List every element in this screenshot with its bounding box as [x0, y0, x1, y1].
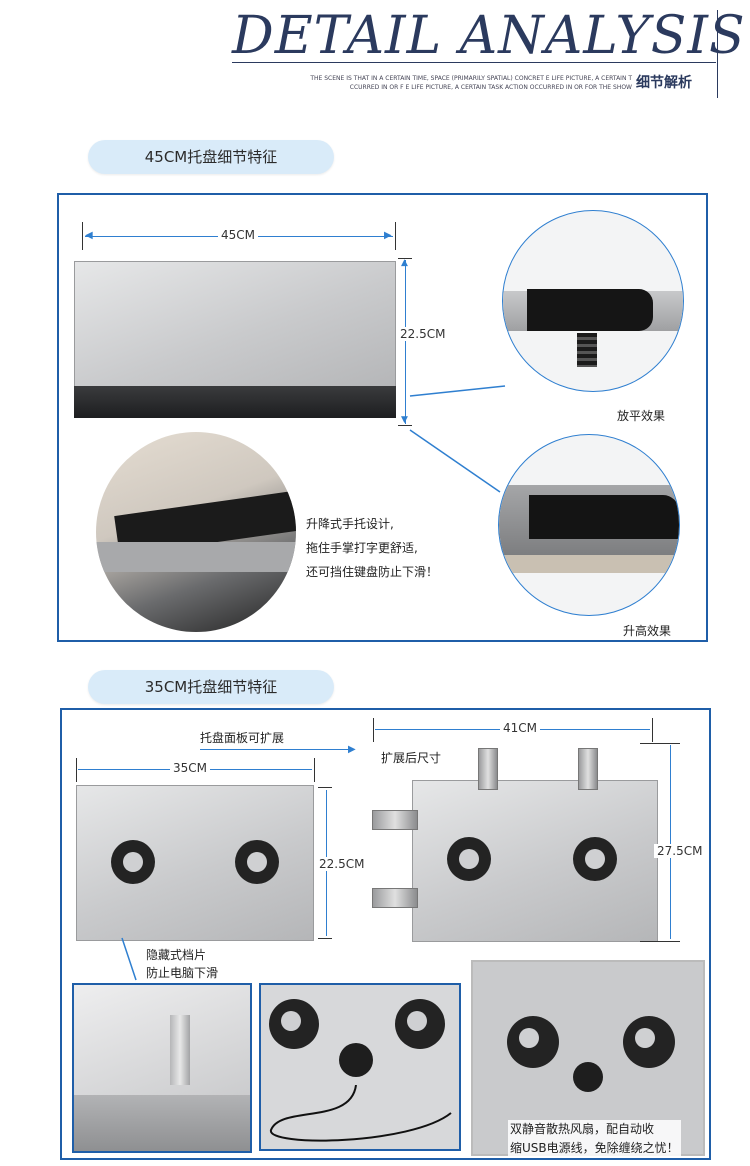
extension-leg — [372, 810, 418, 830]
extension-leg — [578, 748, 598, 790]
cooling-fan-icon — [507, 1016, 559, 1068]
cable-reel — [573, 1062, 603, 1092]
arrow-left-icon: ◀ — [85, 230, 93, 241]
right-width-label: 41CM — [500, 721, 541, 735]
left-height-tick-top — [318, 787, 332, 788]
right-height-tick-bottom — [640, 941, 680, 942]
stopper-tab — [170, 1015, 190, 1085]
fan-hole-icon — [447, 837, 491, 881]
tray-35-illustration — [76, 785, 314, 941]
stopper-caption: 隐藏式档片 防止电脑下滑 — [146, 946, 218, 982]
tray-45-illustration — [74, 261, 396, 388]
flat-screw — [577, 333, 597, 367]
hand-rest-photo — [96, 432, 296, 632]
raised-effect-circle — [498, 434, 680, 616]
expand-label: 托盘面板可扩展 — [200, 731, 285, 745]
dim-tick-top — [398, 258, 412, 259]
feature-line-2: 拖住手掌打字更舒适, — [306, 541, 418, 555]
cooling-fan-icon — [623, 1016, 675, 1068]
title-underline — [232, 62, 716, 63]
feature-line-3: 还可挡住键盘防止下滑！ — [306, 565, 439, 579]
hand-rest-description: 升降式手托设计, 拖住手掌打字更舒适, 还可挡住键盘防止下滑！ — [306, 512, 438, 584]
extension-leg — [372, 888, 418, 908]
left-height-label: 22.5CM — [316, 857, 368, 871]
hand-rest-tray — [96, 542, 296, 572]
arrow-down-icon: ▼ — [401, 415, 408, 425]
height-dimension-line — [405, 260, 406, 424]
pointer-lines — [409, 385, 506, 493]
feature-line-1: 升降式手托设计, — [306, 517, 394, 531]
section1-pill: 45CM托盘细节特征 — [88, 140, 334, 174]
expand-arrow-line — [200, 749, 352, 750]
left-height-tick-bottom — [318, 938, 332, 939]
expanded-size-label: 扩展后尺寸 — [381, 751, 442, 765]
dim-tick-right — [395, 222, 396, 250]
fan-hole-icon — [111, 840, 155, 884]
subtitle-line-2: CCURRED IN OR F E LIFE PICTURE, A CERTAI… — [349, 84, 632, 91]
cooling-fan-icon — [395, 999, 445, 1049]
arrow-right-icon: ▶ — [384, 230, 392, 241]
stopper-pointer — [121, 937, 137, 981]
stopper-line-2: 防止电脑下滑 — [146, 966, 219, 980]
right-height-tick-top — [640, 743, 680, 744]
title-vertical-rule — [717, 10, 718, 98]
right-height-line — [670, 745, 671, 939]
raised-tray-base — [499, 555, 679, 573]
section2-pill: 35CM托盘细节特征 — [88, 670, 334, 704]
fan-line-2: 缩USB电源线，免除缠绕之忧！ — [510, 1141, 679, 1155]
fan-underside-photo — [259, 983, 461, 1151]
expand-arrow-icon: ▶ — [348, 744, 356, 755]
cable-reel — [339, 1043, 373, 1077]
height-label: 22.5CM — [397, 327, 449, 341]
left-dim-tick-a — [76, 758, 77, 782]
tray-45-edge — [74, 386, 396, 418]
raised-effect-caption: 升高效果 — [623, 624, 672, 638]
fan-hole-icon — [573, 837, 617, 881]
page-title: DETAIL ANALYSIS — [232, 6, 746, 66]
fan-line-1: 双静音散热风扇，配自动收 — [510, 1122, 655, 1136]
right-height-label: 27.5CM — [654, 844, 706, 858]
title-subtitle: THE SCENE IS THAT IN A CERTAIN TIME, SPA… — [270, 74, 632, 92]
cooling-fan-icon — [269, 999, 319, 1049]
fan-hole-icon — [235, 840, 279, 884]
right-dim-tick-b — [652, 718, 653, 742]
stopper-photo — [72, 983, 252, 1153]
left-dim-tick-b — [314, 758, 315, 782]
title-cn-label: 细节解析 — [636, 75, 692, 91]
flat-effect-circle — [502, 210, 684, 392]
dim-tick-left — [82, 222, 83, 250]
tray-35-expanded-illustration — [412, 780, 658, 942]
fan-caption: 双静音散热风扇，配自动收 缩USB电源线，免除缠绕之忧！ — [508, 1120, 681, 1158]
extension-leg — [478, 748, 498, 790]
usb-cable — [270, 1085, 452, 1142]
width-label: 45CM — [218, 228, 259, 242]
right-dim-tick-a — [373, 718, 374, 742]
dim-tick-bottom — [398, 425, 412, 426]
arrow-up-icon: ▲ — [401, 258, 408, 268]
stopper-photo-edge — [74, 1095, 250, 1151]
left-width-label: 35CM — [170, 761, 211, 775]
subtitle-line-1: THE SCENE IS THAT IN A CERTAIN TIME, SPA… — [310, 75, 632, 82]
flat-clip — [527, 289, 653, 331]
flat-effect-caption: 放平效果 — [617, 409, 666, 423]
stopper-line-1: 隐藏式档片 — [146, 948, 207, 962]
raised-clip — [529, 495, 679, 539]
